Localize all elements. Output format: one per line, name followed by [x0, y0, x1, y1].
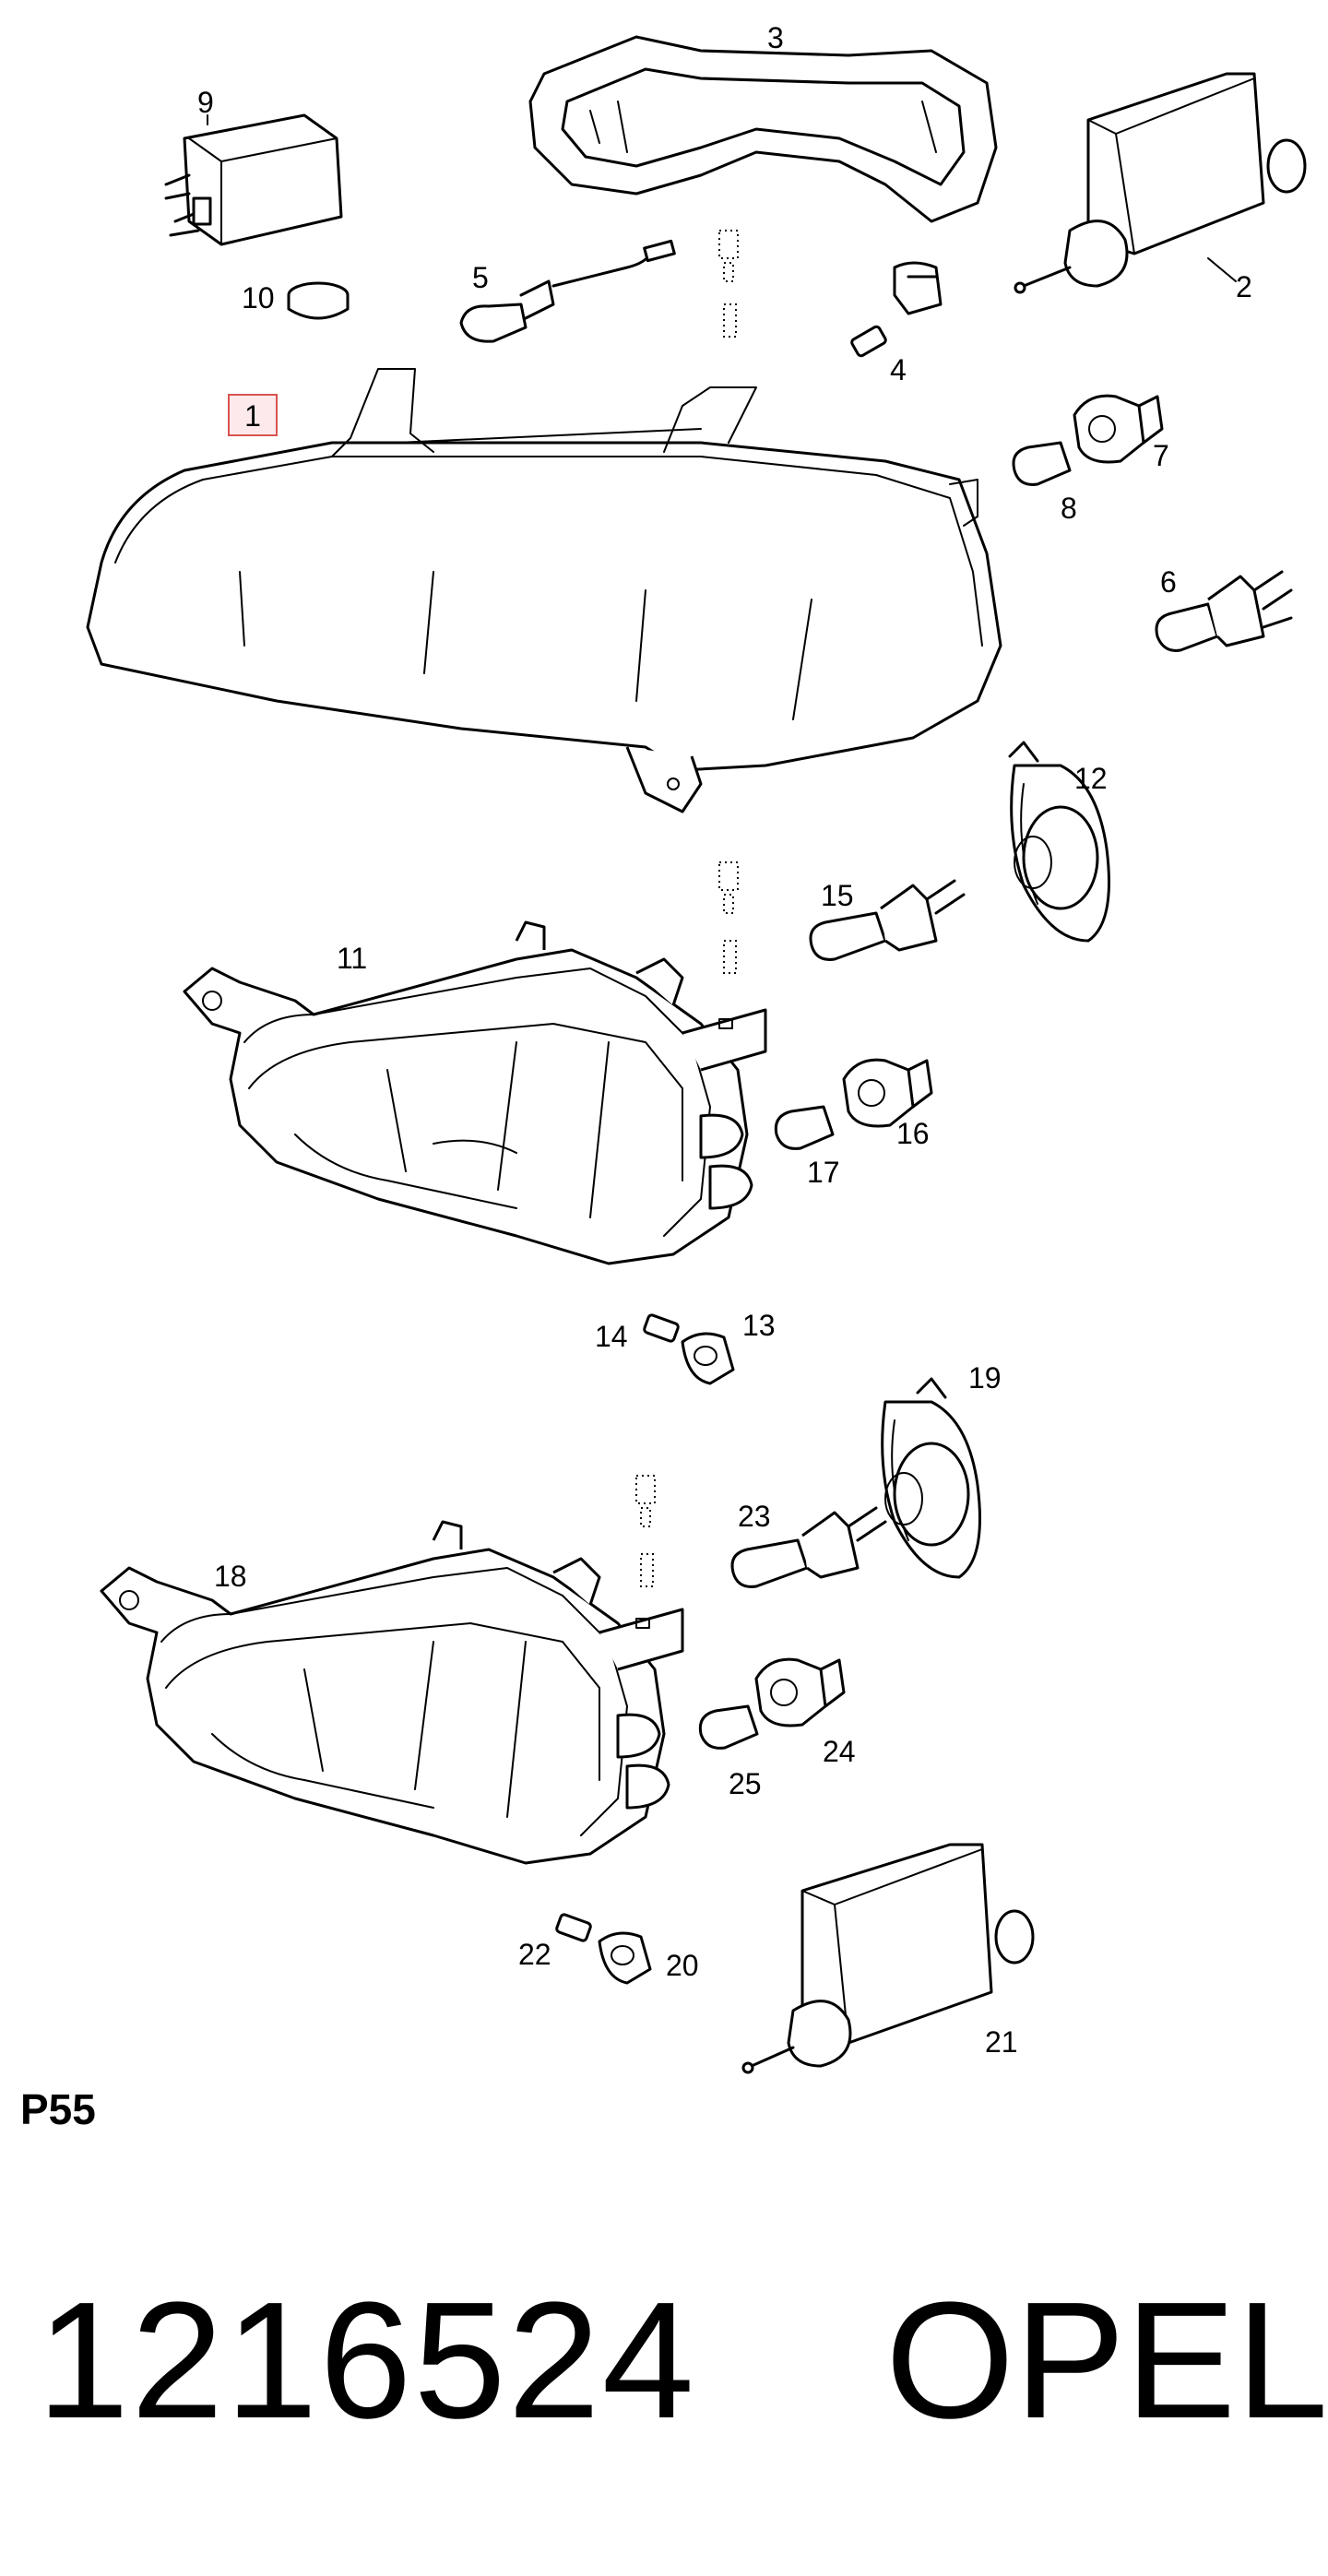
seal-frame-drawing [528, 35, 998, 223]
headlamp-11-drawing [183, 920, 767, 1265]
callout-12[interactable]: 12 [1074, 762, 1108, 795]
callout-11[interactable]: 11 [337, 942, 367, 975]
bulb-25-drawing [698, 1704, 759, 1750]
leader-lines [207, 114, 1237, 282]
callout-20[interactable]: 20 [666, 1949, 699, 1982]
bulb-17-drawing [774, 1105, 835, 1150]
callout-labels: 1 2 3 4 5 6 7 8 9 10 11 12 13 14 15 16 1… [197, 21, 1252, 2059]
callout-16[interactable]: 16 [896, 1117, 930, 1150]
screws-middle-drawing [718, 861, 739, 974]
callout-2[interactable]: 2 [1236, 270, 1252, 303]
relay-drawing [164, 113, 343, 246]
bulb-14-drawing [643, 1313, 680, 1343]
bulb-holder-7-drawing [1073, 394, 1164, 464]
bulb-22-drawing [555, 1913, 592, 1942]
callout-15[interactable]: 15 [821, 879, 854, 912]
bulb-with-wire-drawing [459, 239, 676, 343]
halogen-bulb-23-drawing [730, 1506, 887, 1588]
callout-13[interactable]: 13 [742, 1309, 776, 1342]
brand-name: OPEL [885, 2268, 1328, 2453]
callout-3[interactable]: 3 [767, 21, 784, 54]
bulb-holder-16-drawing [842, 1058, 933, 1128]
socket-cap-12-drawing [1008, 741, 1110, 943]
leveling-motor-21-drawing [741, 1843, 1035, 2074]
callout-1[interactable]: 1 [244, 399, 261, 433]
small-bulb-holder-drawing [850, 261, 943, 358]
callout-6[interactable]: 6 [1160, 565, 1177, 599]
callout-25[interactable]: 25 [729, 1767, 762, 1800]
callout-22[interactable]: 22 [518, 1938, 551, 1971]
callout-24[interactable]: 24 [823, 1735, 856, 1768]
bulb-8-drawing [1012, 441, 1072, 486]
callout-10[interactable]: 10 [242, 281, 275, 315]
callout-8[interactable]: 8 [1061, 492, 1077, 525]
headlamp-main-drawing [86, 368, 1002, 813]
callout-21[interactable]: 21 [985, 2025, 1018, 2059]
screws-top-drawing [718, 230, 739, 338]
callout-23[interactable]: 23 [738, 1500, 771, 1533]
callout-9[interactable]: 9 [197, 86, 214, 119]
page-code: P55 [20, 2085, 96, 2133]
bulb-holder-24-drawing [754, 1657, 846, 1727]
part-number: 1216524 [37, 2268, 696, 2453]
screws-bottom-drawing [635, 1475, 656, 1587]
callout-1-highlight [228, 394, 278, 436]
callout-7[interactable]: 7 [1153, 439, 1169, 472]
callout-18[interactable]: 18 [214, 1560, 247, 1593]
leveling-motor-drawing [1014, 72, 1307, 294]
callout-17[interactable]: 17 [807, 1156, 840, 1189]
callout-5[interactable]: 5 [472, 261, 489, 294]
halogen-bulb-6-drawing [1155, 570, 1293, 652]
halogen-bulb-15-drawing [809, 879, 966, 961]
callout-19[interactable]: 19 [968, 1361, 1002, 1395]
callout-14[interactable]: 14 [595, 1320, 628, 1353]
headlamp-18-drawing [100, 1520, 684, 1865]
holder-20-drawing [598, 1931, 652, 1985]
callout-4[interactable]: 4 [890, 353, 907, 386]
holder-13-drawing [681, 1332, 735, 1385]
socket-cap-19-drawing [881, 1377, 981, 1579]
cap-drawing [287, 281, 350, 320]
